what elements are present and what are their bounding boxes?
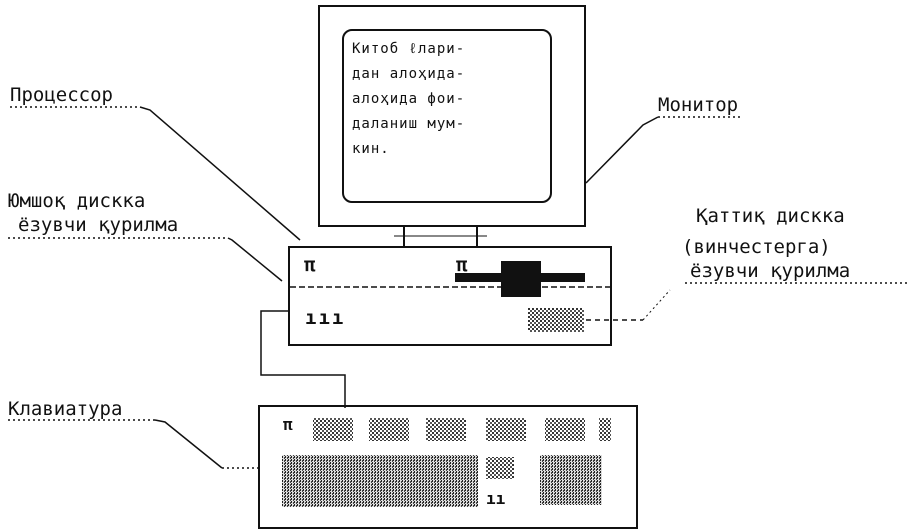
key-group-6 [599,418,611,441]
keyboard-mark-left: π [283,415,293,434]
arrow-keys-block [486,457,514,479]
label-hdd-line3: ёзувчи қурилма [690,260,851,282]
system-unit [288,246,612,346]
keyboard-cable [260,310,346,408]
system-unit-mark-right: π [456,254,468,276]
system-unit-mark-left: π [304,254,316,276]
drive-grille [528,308,584,332]
floppy-leader [227,237,283,282]
label-floppy-line1: Юмшоқ дискка [8,190,146,212]
label-keyboard: Клавиатура [8,398,123,420]
numpad-block [540,455,602,505]
label-hdd-line2: (винчестерга) [682,236,831,258]
keyboard [258,405,638,529]
hdd-leader-diag [642,289,671,321]
main-keys-block [282,455,478,507]
label-monitor: Монитор [658,94,739,116]
label-hdd-line1: Қаттиқ дискка [696,205,845,227]
key-group-2 [369,418,409,441]
hard-disk-block [501,261,541,297]
label-processor: Процессор [10,84,113,106]
processor-leader [139,106,301,241]
key-group-5 [545,418,585,441]
label-floppy-line2: ёзувчи қурилма [18,214,179,236]
keyboard-mark-bottom: ıı [486,489,506,508]
keyboard-leader [154,419,223,469]
screen-line: кин. [352,141,390,157]
key-group-4 [486,418,526,441]
screen-line: даланиш мум- [352,116,466,132]
floppy-slots: ııı [305,307,346,329]
monitor-leader [585,116,659,184]
screen-line: Китоб ℓлари- [352,41,466,57]
key-group-1 [313,418,353,441]
key-group-3 [426,418,466,441]
monitor: Китоб ℓлари- дан алоҳида- алоҳида фои- д… [318,5,586,227]
screen-text: Китоб ℓлари- дан алоҳида- алоҳида фои- д… [352,37,465,162]
screen-line: дан алоҳида- [352,66,466,82]
monitor-screen: Китоб ℓлари- дан алоҳида- алоҳида фои- д… [342,29,552,203]
screen-line: алоҳида фои- [352,91,466,107]
